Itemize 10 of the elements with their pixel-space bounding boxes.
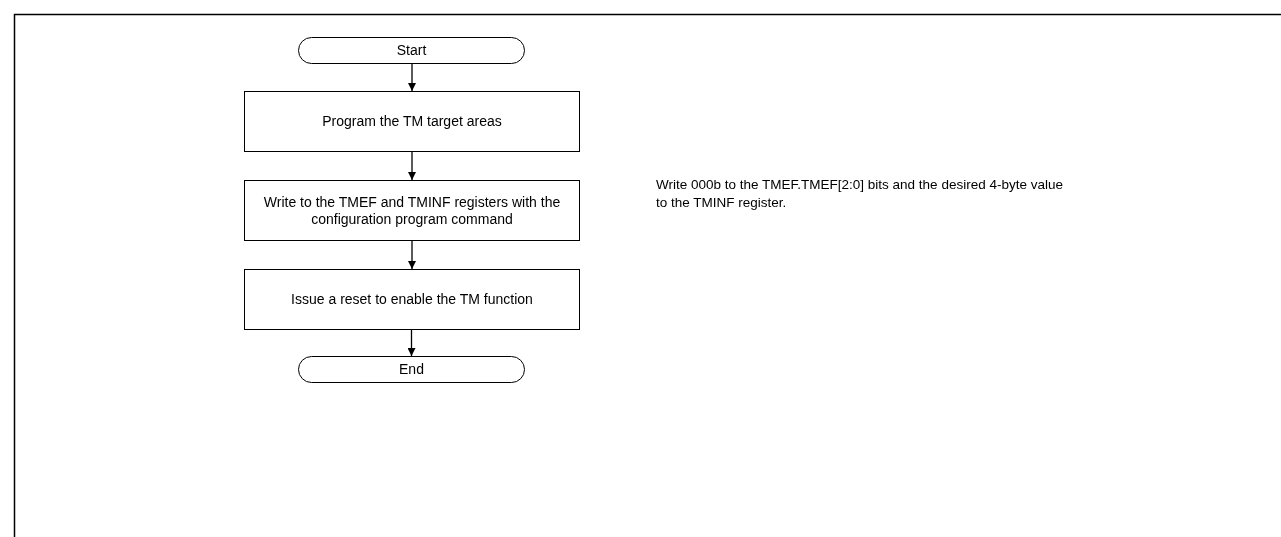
arrow — [408, 151, 416, 181]
arrow — [408, 240, 416, 270]
arrow — [407, 329, 416, 357]
terminal-box: End — [298, 356, 525, 383]
terminal-box: Start — [298, 37, 525, 64]
process-box: Issue a reset to enable the TM function — [244, 269, 580, 330]
process-box: Write to the TMEF and TMINF registers with the configuration program command — [244, 180, 580, 241]
process-box: Program the TM target areas — [244, 91, 580, 152]
arrow — [408, 63, 416, 92]
note-text: Write 000b to the TMEF.TMEF[2:0] bits and the desired 4-byte value to the TMINF register. — [656, 176, 1064, 212]
